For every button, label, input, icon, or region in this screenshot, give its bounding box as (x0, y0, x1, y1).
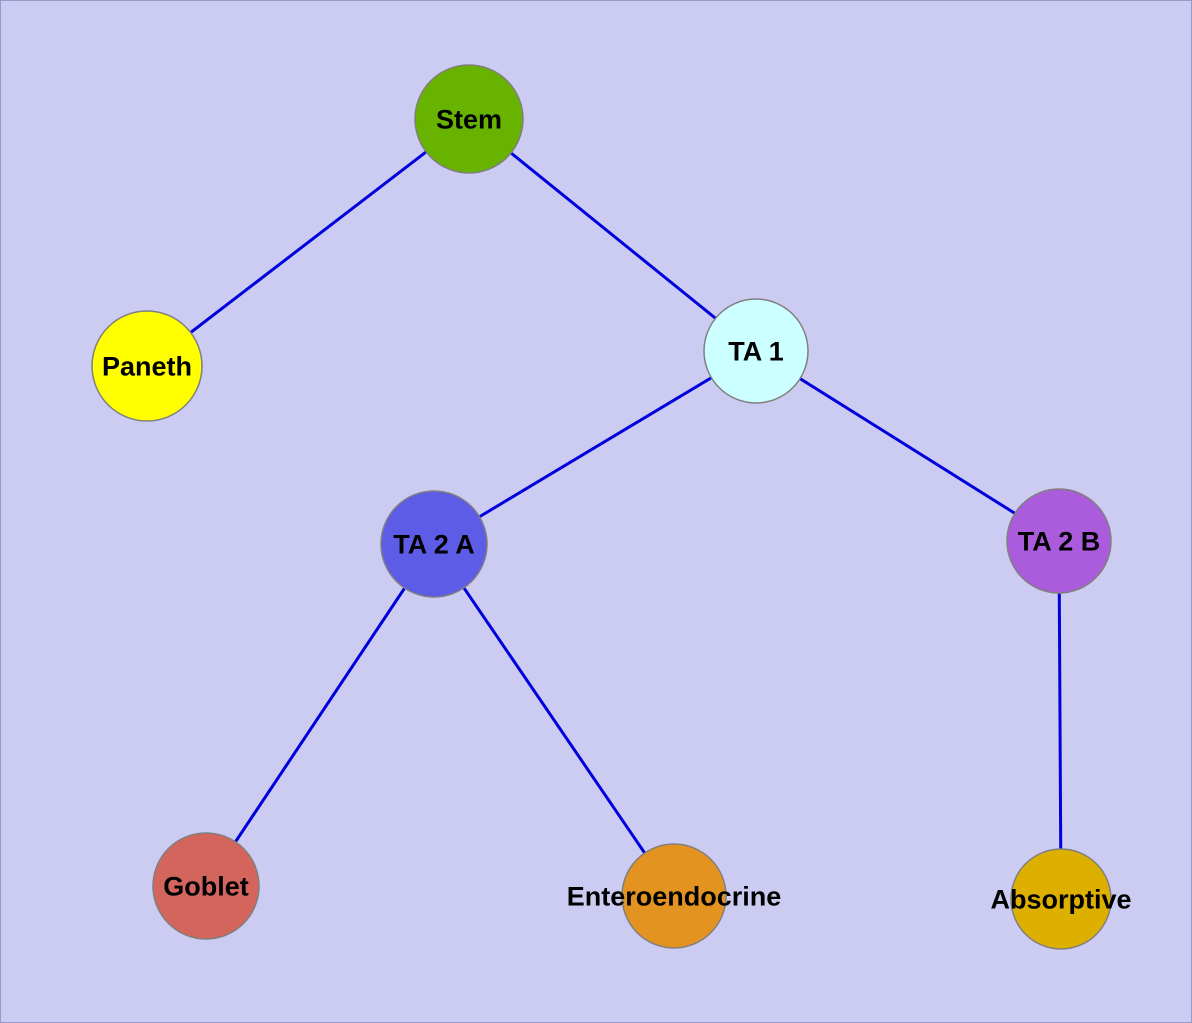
node-paneth[interactable] (91, 310, 203, 422)
node-ta2a[interactable] (380, 490, 488, 598)
node-absorptive[interactable] (1010, 848, 1112, 950)
edge-stem-ta1 (468, 117, 757, 353)
edge-ta2a-goblet (204, 543, 436, 887)
edge-ta2a-enteroendocrine (432, 543, 676, 897)
node-goblet[interactable] (152, 832, 260, 940)
node-enteroendocrine[interactable] (621, 843, 727, 949)
edge-ta1-ta2a (433, 349, 757, 546)
edge-ta2b-absorptive (1057, 540, 1063, 900)
node-stem[interactable] (414, 64, 524, 174)
node-ta1[interactable] (703, 298, 809, 404)
edge-stem-paneth (146, 117, 470, 368)
node-ta2b[interactable] (1006, 488, 1112, 594)
edge-ta1-ta2b (755, 349, 1060, 543)
edges-layer (146, 117, 1063, 900)
